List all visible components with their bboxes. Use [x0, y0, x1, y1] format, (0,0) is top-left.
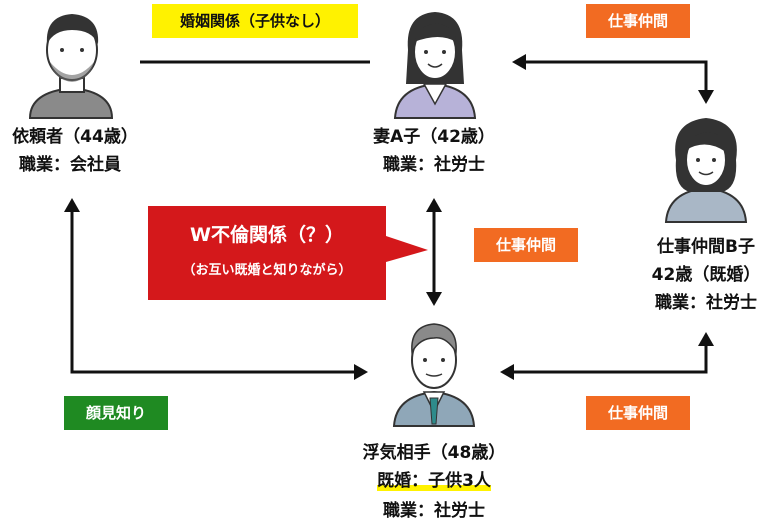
- callout-subtitle: （お互い既婚と知りながら）: [182, 263, 352, 278]
- wife-name: 妻A子（42歳）: [373, 127, 495, 147]
- colleague-b-avatar-icon: [664, 118, 748, 223]
- colleague-b-age: 42歳（既婚）: [651, 265, 761, 285]
- callout-title: W不倫関係（？）: [190, 224, 344, 246]
- work-tag-bottom: 仕事仲間: [586, 396, 690, 430]
- client-partner-arrowhead-right: [354, 364, 368, 380]
- client-partner-connector: [70, 208, 358, 374]
- colleague-b-name: 仕事仲間B子: [657, 237, 755, 257]
- affair-partner-status-text: 既婚：子供3人: [377, 471, 491, 491]
- client-job: 職業：会社員: [19, 155, 121, 175]
- colleague-b-job: 職業：社労士: [655, 293, 757, 313]
- work-tag-top: 仕事仲間: [586, 4, 690, 38]
- wife-colleague-connector: [520, 60, 708, 98]
- affair-partner-name: 浮気相手（48歳）: [362, 443, 506, 463]
- client-avatar-icon: [28, 14, 114, 119]
- affair-partner-status: 既婚：子供3人: [344, 468, 524, 494]
- partner-colleague-connector: [510, 342, 708, 374]
- client-name: 依頼者（44歳）: [12, 127, 138, 147]
- wife-partner-arrowhead-up: [426, 198, 442, 212]
- wife-job: 職業：社労士: [383, 155, 485, 175]
- affair-partner-job: 職業：社労士: [383, 501, 485, 521]
- client-partner-arrowhead-up: [64, 198, 80, 212]
- callout-box: [148, 206, 428, 300]
- affair-partner-avatar-icon: [392, 323, 476, 427]
- partner-colleague-arrowhead-up: [698, 332, 714, 346]
- marriage-tag: 婚姻関係（子供なし）: [152, 4, 358, 38]
- partner-colleague-arrowhead-left: [500, 364, 514, 380]
- wife-colleague-arrowhead-left: [512, 54, 526, 70]
- acquaintance-tag: 顔見知り: [64, 396, 168, 430]
- work-tag-middle: 仕事仲間: [474, 228, 578, 262]
- wife-avatar-icon: [393, 12, 477, 119]
- wife-colleague-arrowhead-down: [698, 90, 714, 104]
- wife-partner-arrowhead-down: [426, 292, 442, 306]
